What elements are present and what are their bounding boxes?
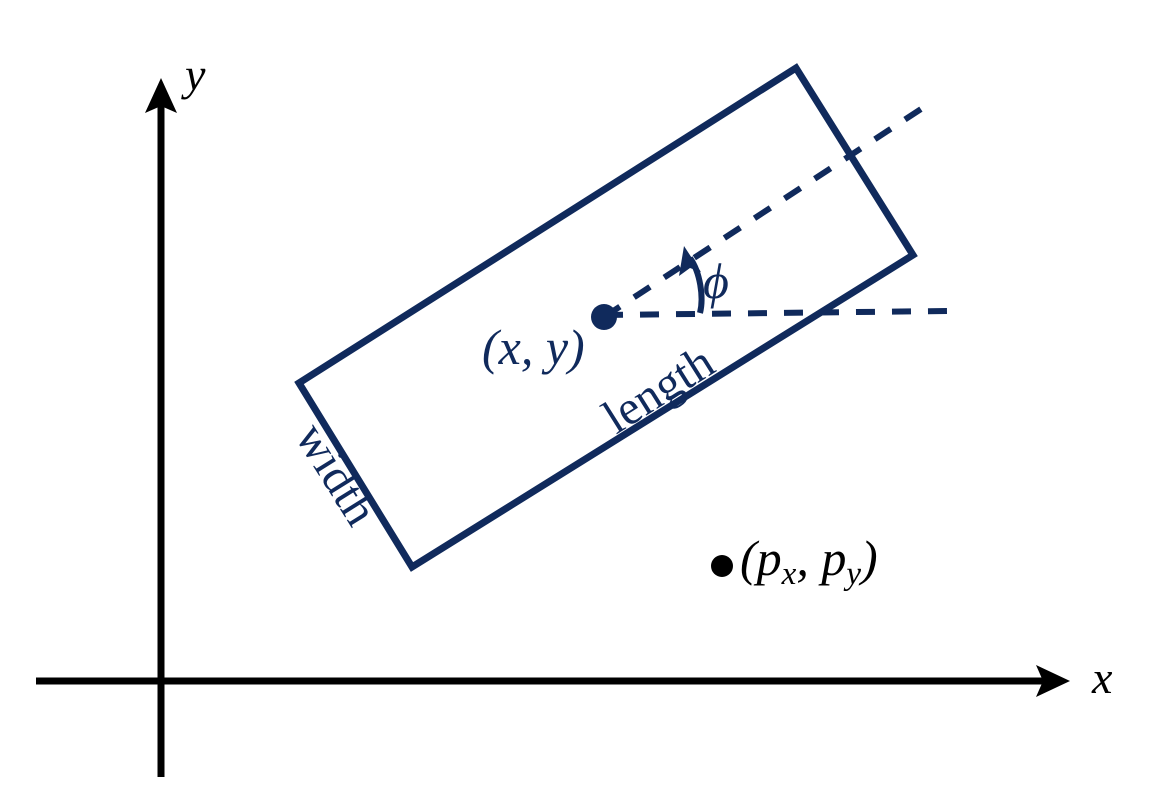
y-axis-arrowhead-icon bbox=[145, 78, 177, 113]
query-point-px: p bbox=[756, 530, 782, 586]
query-point-label: (px, py) bbox=[740, 533, 878, 591]
query-point-py: p bbox=[821, 530, 847, 586]
query-point-paren-close: ) bbox=[860, 530, 878, 586]
query-point-px-subscript: x bbox=[781, 556, 797, 593]
dashed-horizontal-reference-line bbox=[603, 308, 948, 318]
query-point-dot bbox=[711, 555, 733, 577]
query-point-py-subscript: y bbox=[846, 556, 861, 593]
center-point-dot bbox=[591, 304, 617, 330]
y-axis-label: y bbox=[185, 49, 206, 100]
angle-arc bbox=[679, 246, 705, 314]
dashed-orientation-line bbox=[602, 106, 923, 320]
y-axis bbox=[145, 78, 177, 777]
oriented-bounding-box bbox=[294, 63, 918, 572]
angle-arc-arrowhead-icon bbox=[679, 246, 701, 276]
x-axis bbox=[36, 665, 1070, 697]
x-axis-arrowhead-icon bbox=[1036, 665, 1070, 697]
angle-phi-label: ϕ bbox=[703, 253, 729, 309]
center-coordinate-label: (x, y) bbox=[482, 319, 585, 375]
query-point-comma: , bbox=[796, 530, 822, 586]
query-point-paren-open: ( bbox=[740, 530, 757, 586]
x-axis-label: x bbox=[1092, 652, 1113, 703]
